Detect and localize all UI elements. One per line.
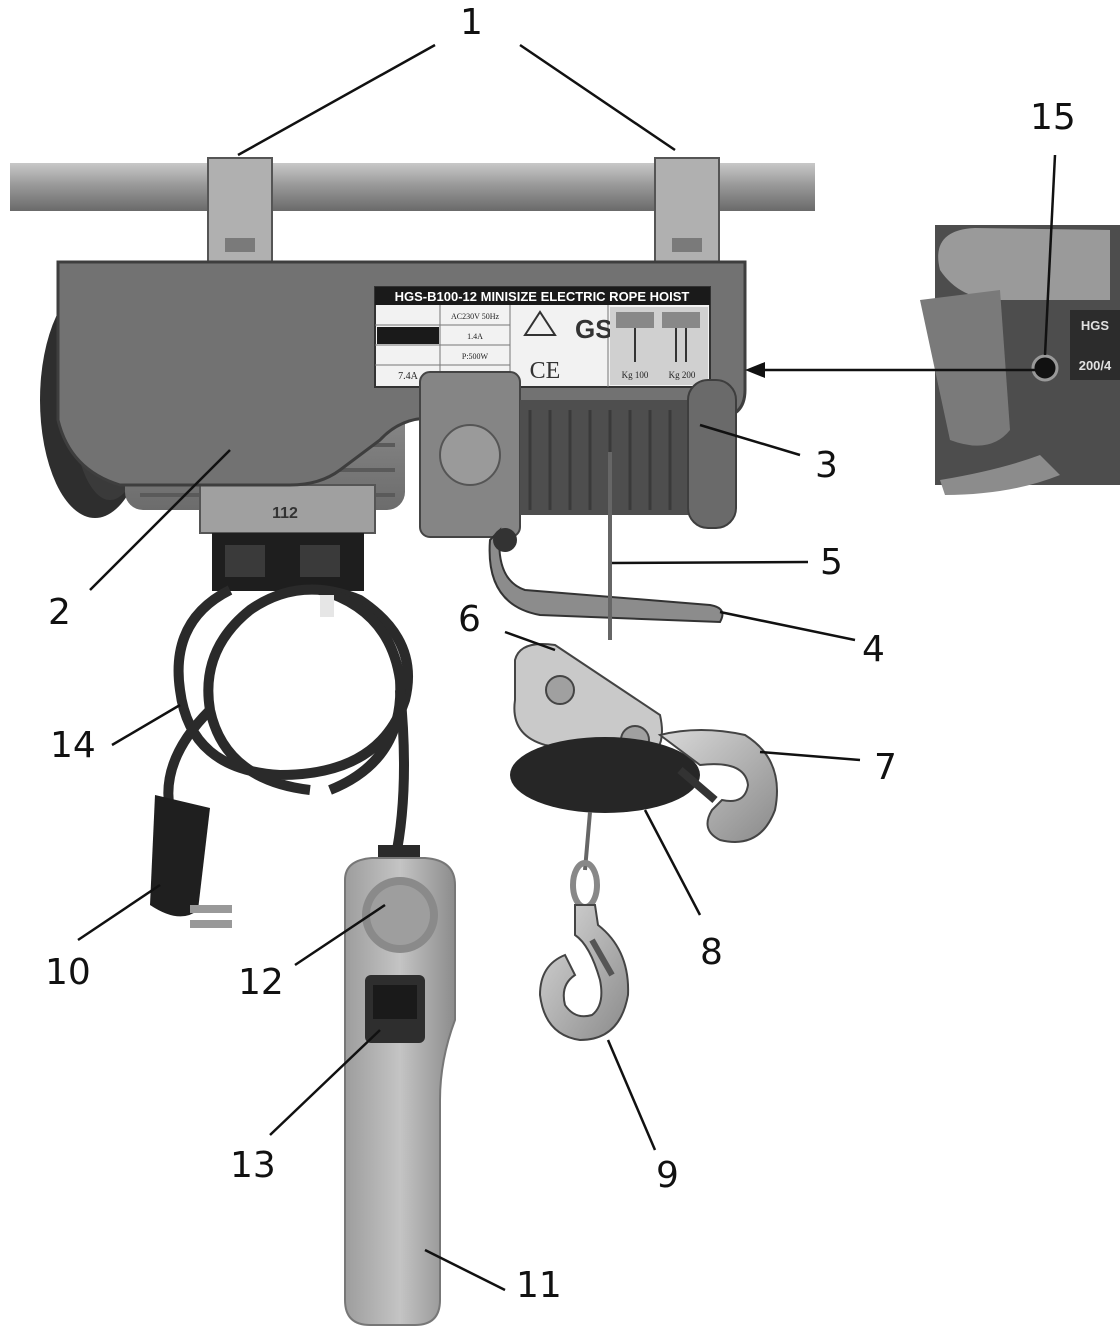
svg-text:1.4A: 1.4A <box>467 332 483 341</box>
arrowhead <box>745 362 765 378</box>
leader-6 <box>504 630 556 652</box>
pulley-hook <box>657 729 778 843</box>
inset-hole-marker <box>1031 354 1059 382</box>
callout-4: 4 <box>862 629 885 670</box>
svg-text:112: 112 <box>272 505 298 522</box>
svg-text:Kg 200: Kg 200 <box>669 370 696 380</box>
callout-2: 2 <box>48 592 71 633</box>
leader-7 <box>759 750 861 762</box>
mounting-bracket-left <box>207 157 273 269</box>
leader-4 <box>719 610 856 642</box>
svg-text:GS: GS <box>575 314 613 344</box>
leader-8 <box>643 809 702 916</box>
leader-14 <box>111 703 181 747</box>
callout-12: 12 <box>238 962 284 1003</box>
mounting-bracket-right <box>654 157 720 269</box>
leader-11 <box>424 1248 506 1292</box>
leader-3 <box>699 423 801 457</box>
leader-2 <box>89 449 231 591</box>
leader-1b <box>519 43 676 152</box>
svg-text:AC230V 50Hz: AC230V 50Hz <box>451 312 500 321</box>
svg-text:HGS-B100-12 MINISIZE ELECTRI: HGS-B100-12 MINISIZE ELECTRIC ROPE HOIST <box>395 289 690 304</box>
svg-text:HGS: HGS <box>1081 318 1110 333</box>
leader-1a <box>237 43 436 157</box>
inset-detail: HGS 200/4 <box>920 225 1120 495</box>
pendant-controller <box>344 857 456 1326</box>
leader-12 <box>294 903 386 967</box>
callout-3: 3 <box>815 445 838 486</box>
terminal-box <box>212 533 364 591</box>
svg-text:P:500W: P:500W <box>462 352 489 361</box>
callout-13: 13 <box>230 1145 276 1186</box>
limit-switch-lever <box>488 527 724 624</box>
svg-text:Kg 100: Kg 100 <box>622 370 649 380</box>
svg-text:CE: CE <box>530 358 561 384</box>
leader-lines <box>77 43 1057 1292</box>
callout-9: 9 <box>656 1155 679 1196</box>
callout-14: 14 <box>50 725 96 766</box>
leader-9 <box>606 1039 657 1151</box>
callout-10: 10 <box>45 952 91 993</box>
rating-plate: HGS-B100-12 MINISIZE ELECTRIC ROPE HOIST… <box>374 286 711 388</box>
callout-6: 6 <box>458 599 481 640</box>
gearbox <box>419 371 521 538</box>
leader-10 <box>77 883 161 942</box>
rubber-buffer <box>510 737 700 813</box>
callout-1: 1 <box>460 2 483 43</box>
leader-15 <box>1043 154 1057 356</box>
callout-11: 11 <box>516 1265 562 1306</box>
leader-13 <box>269 1029 381 1136</box>
cable-tie <box>320 595 334 617</box>
lifting-hook <box>538 904 630 1042</box>
motor-base: 112 <box>199 484 376 534</box>
callout-7: 7 <box>874 747 897 788</box>
svg-text:200/4: 200/4 <box>1079 358 1112 373</box>
stop-button <box>362 877 438 953</box>
power-plug <box>150 795 232 928</box>
callout-15: 15 <box>1030 97 1076 138</box>
up-down-switch <box>365 975 425 1043</box>
leader-5 <box>611 560 809 565</box>
svg-text:7.4A: 7.4A <box>398 371 419 382</box>
callout-5: 5 <box>820 542 843 583</box>
callout-8: 8 <box>700 932 723 973</box>
rope-drum <box>520 379 737 529</box>
